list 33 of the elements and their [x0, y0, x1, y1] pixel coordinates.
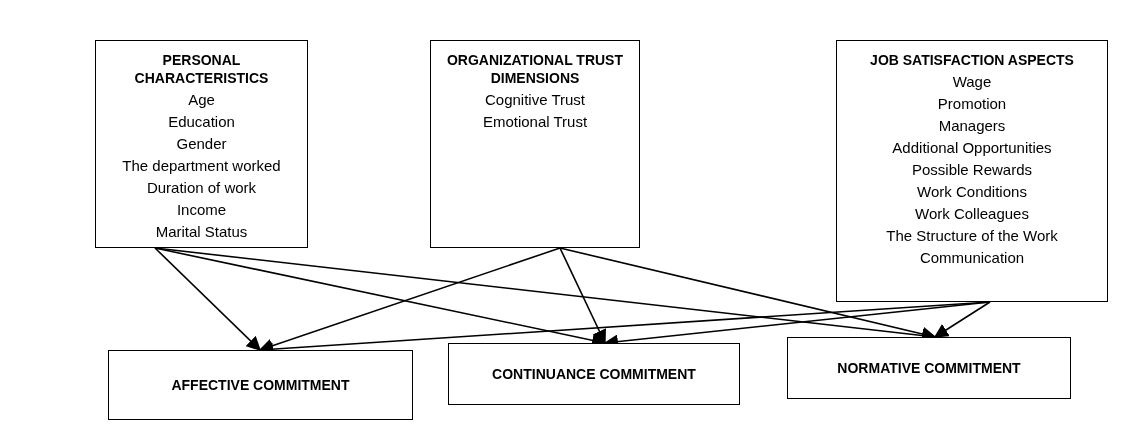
list-item: Duration of work — [146, 178, 257, 198]
list-item: Promotion — [937, 94, 1007, 114]
list-item: Work Colleagues — [915, 204, 1029, 224]
list-item: Cognitive Trust — [484, 90, 585, 110]
list-item: Education — [168, 112, 235, 132]
box-title: ORGANIZATIONAL TRUST DIMENSIONS — [446, 51, 624, 87]
list-item: Wage — [952, 72, 992, 92]
box-title: PERSONAL CHARACTERISTICS — [133, 51, 270, 87]
concept-box — [448, 343, 740, 405]
concept-box — [430, 40, 640, 248]
box-title: NORMATIVE COMMITMENT — [837, 359, 1021, 378]
box-title: JOB SATISFACTION ASPECTS — [870, 51, 1074, 69]
list-item: The department worked — [122, 156, 281, 176]
box-title: CONTINUANCE COMMITMENT — [492, 365, 696, 384]
arrow — [559, 247, 606, 345]
list-item: Age — [188, 90, 215, 110]
list-item: Additional Opportunities — [892, 138, 1052, 158]
list-item: Gender — [176, 134, 227, 154]
concept-box — [836, 40, 1108, 302]
list-item: Income — [176, 200, 227, 220]
concept-box — [787, 337, 1071, 399]
arrow — [933, 301, 991, 338]
list-item: Work Conditions — [917, 182, 1027, 202]
list-item: Communication — [919, 248, 1025, 268]
list-item: Emotional Trust — [482, 112, 588, 132]
box-title: AFFECTIVE COMMITMENT — [171, 376, 350, 395]
list-item: Possible Rewards — [911, 160, 1033, 180]
list-item: Managers — [938, 116, 1006, 136]
arrow — [154, 247, 262, 351]
concept-box — [108, 350, 413, 420]
list-item: The Structure of the Work — [886, 226, 1058, 246]
concept-box — [95, 40, 308, 248]
list-item: Marital Status — [155, 222, 248, 242]
